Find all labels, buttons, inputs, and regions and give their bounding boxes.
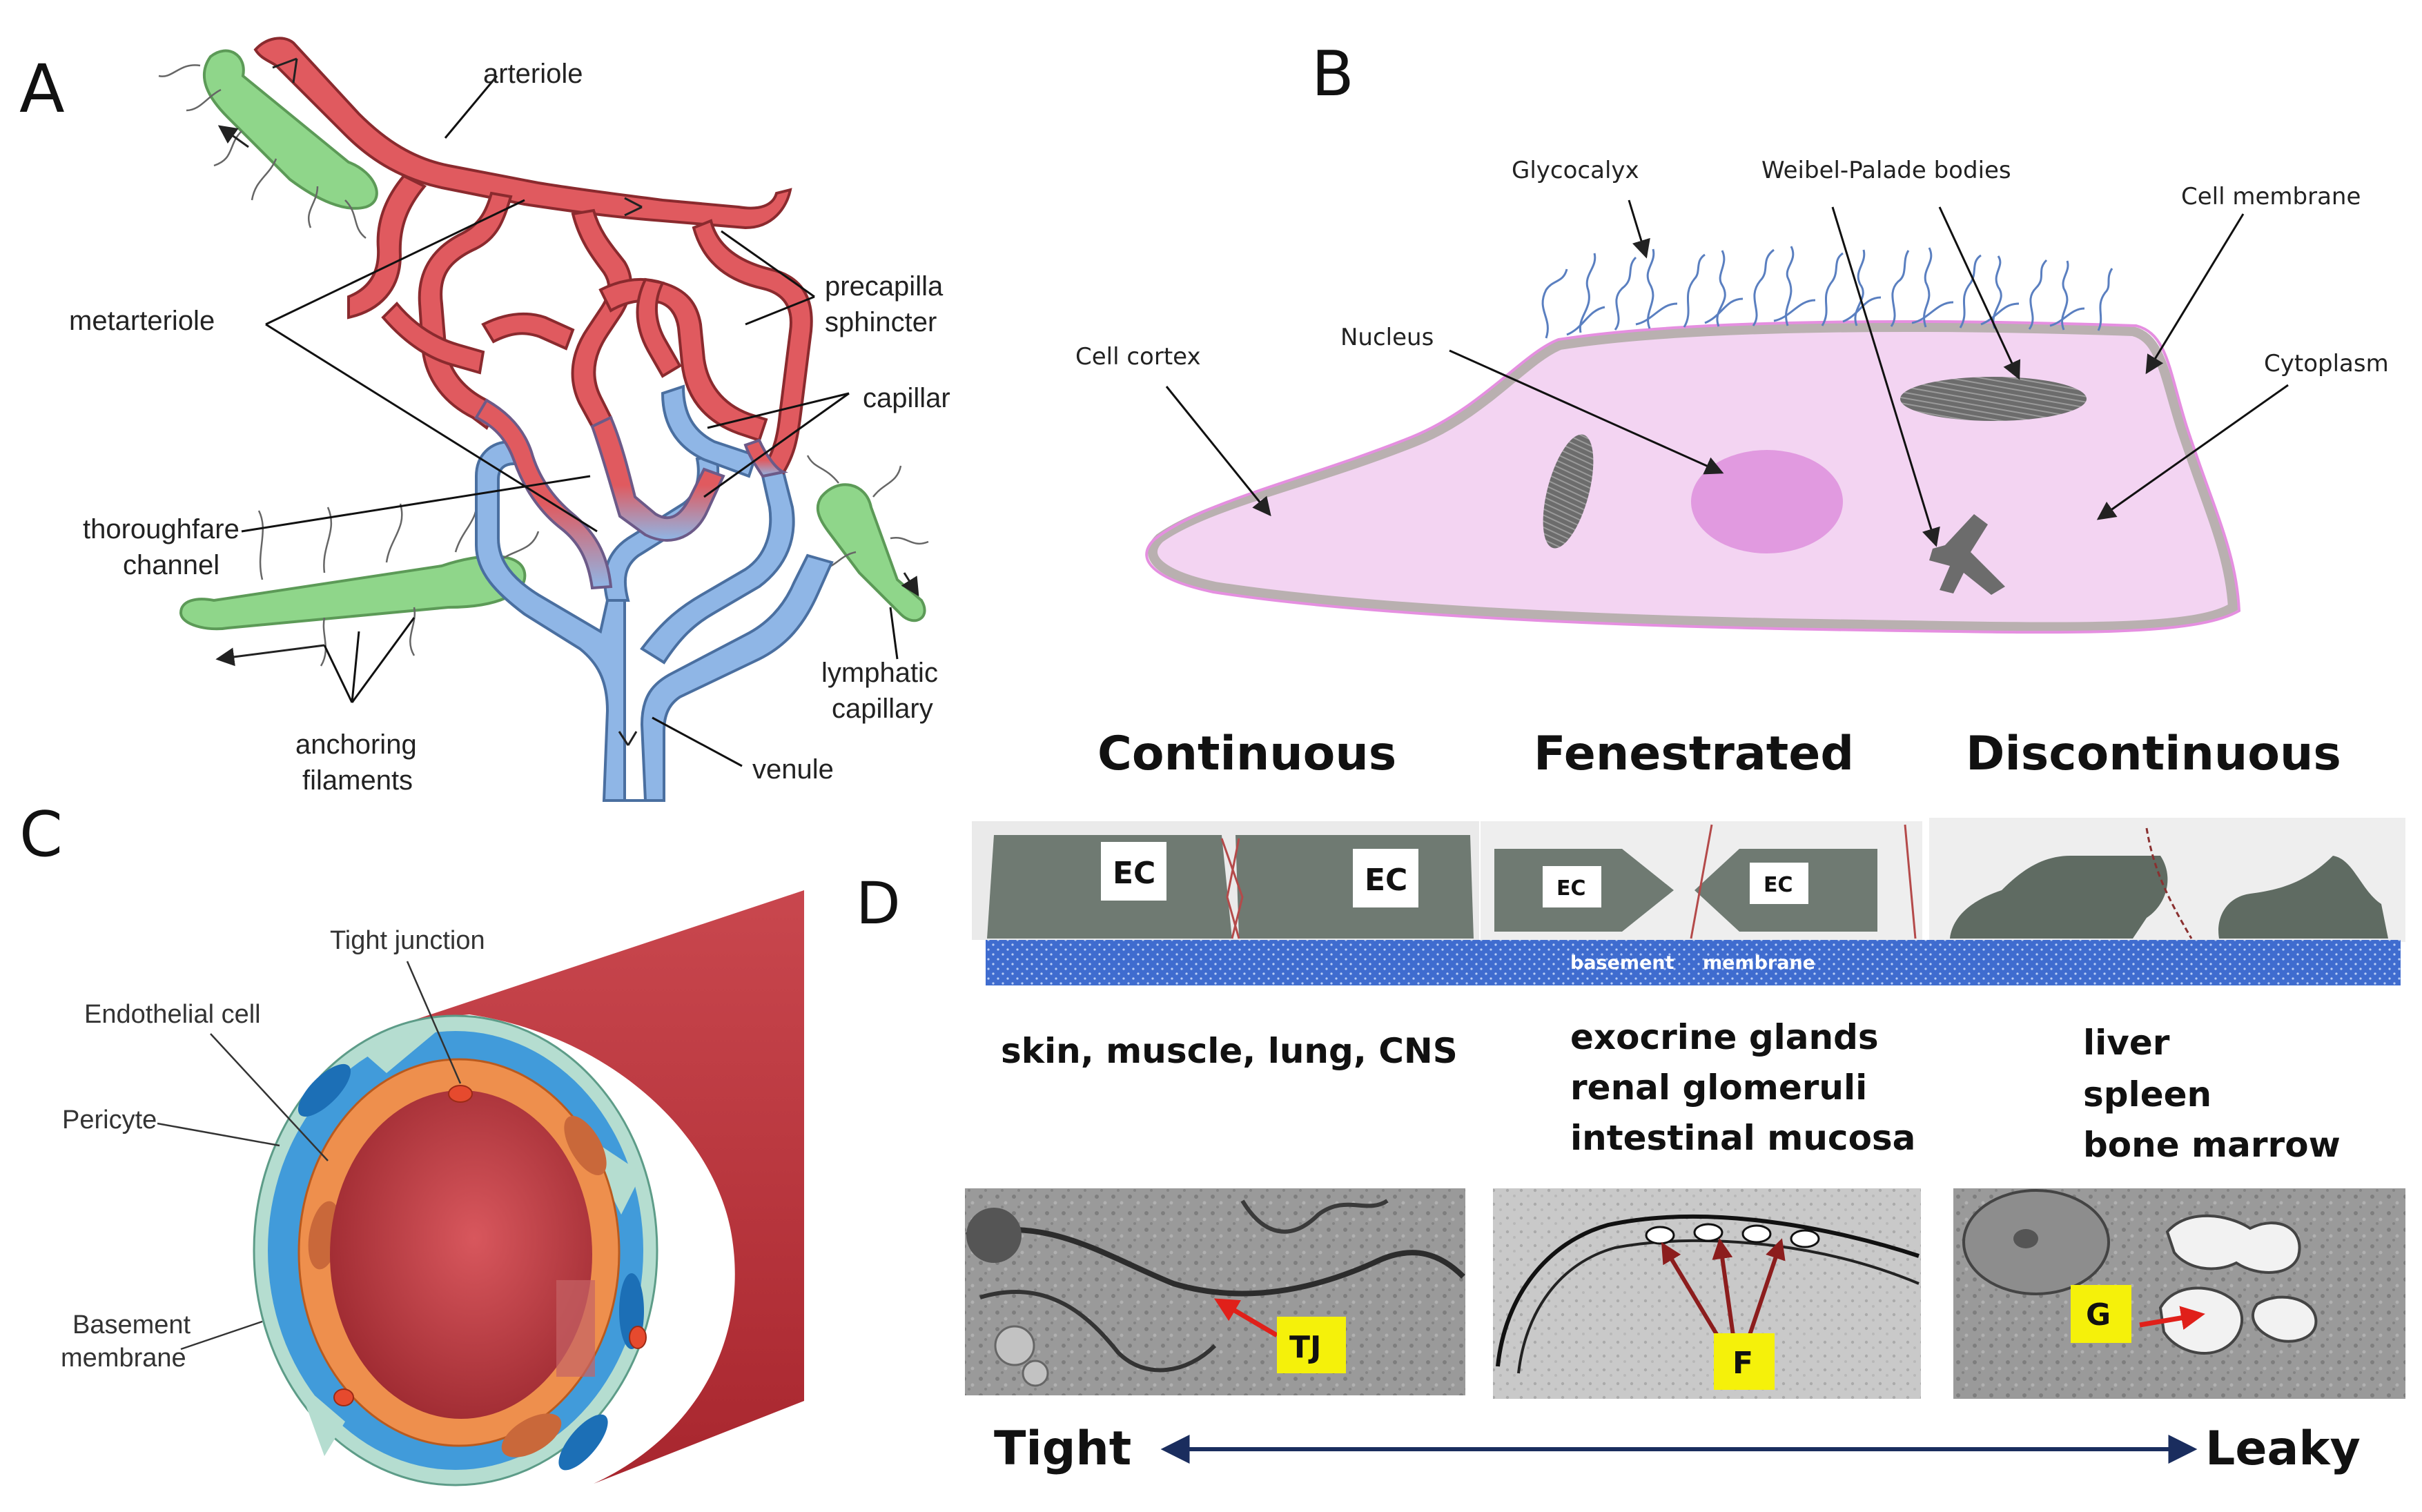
fenestrated-ec-left: EC — [1556, 876, 1586, 901]
label-venule: venule — [752, 754, 834, 785]
label-cell-membrane: Cell membrane — [2181, 183, 2361, 210]
title-fenestrated: Fenestrated — [1534, 727, 1854, 781]
basement-label-2: membrane — [1703, 952, 1815, 974]
tissue-continuous-1: skin, muscle, lung, CNS — [1001, 1031, 1458, 1071]
cell-membrane-outline — [1145, 320, 2241, 634]
panel-a-labels: arteriole metarteriole precapilla sphinc… — [69, 59, 950, 796]
label-pericyte: Pericyte — [62, 1106, 157, 1135]
title-discontinuous: Discontinuous — [1966, 727, 2341, 781]
tissue-fenestrated-2: renal glomeruli — [1570, 1068, 1867, 1108]
label-precapillary-2: sphincter — [825, 307, 937, 337]
label-endothelial-cell: Endothelial cell — [84, 1000, 261, 1029]
flow-arrows — [215, 57, 919, 746]
pericyte-nuclei — [297, 1063, 644, 1471]
arterial-network — [253, 37, 813, 475]
fenestrated-ec-right: EC — [1764, 873, 1793, 897]
weibel-palade-bodies — [1543, 377, 2087, 595]
label-precapillary-1: precapilla — [825, 271, 944, 302]
panel-c-labels: Tight junction Endothelial cell Pericyte… — [61, 926, 485, 1373]
label-weibel-palade: Weibel-Palade bodies — [1761, 157, 2011, 184]
lymphatic-vessels — [179, 49, 926, 631]
label-metarteriole: metarteriole — [69, 306, 215, 336]
panel-d: D Continuous Fenestrated Discontinuous E… — [856, 727, 2405, 1476]
tissue-discontinuous-3: bone marrow — [2083, 1125, 2341, 1165]
title-continuous: Continuous — [1097, 727, 1396, 781]
label-basement-2: membrane — [61, 1344, 186, 1373]
micrograph-fenestrated: F — [1493, 1188, 1921, 1399]
label-anchoring-2: filaments — [302, 765, 413, 796]
panel-c-leaders — [157, 961, 462, 1351]
panel-a-letter: A — [19, 50, 65, 128]
label-glycocalyx: Glycocalyx — [1512, 157, 1639, 184]
panel-b-leaders — [1165, 199, 2289, 547]
label-lymphatic-1: lymphatic — [821, 658, 938, 688]
scale-right-label: Leaky — [2205, 1422, 2361, 1476]
label-lymphatic-2: capillary — [832, 694, 933, 724]
panel-c: C — [19, 798, 804, 1486]
vessel-lumen — [330, 1090, 592, 1419]
discontinuous-schematic — [1929, 818, 2405, 942]
label-basement-1: Basement — [72, 1310, 191, 1339]
panel-a-leaders — [241, 75, 899, 767]
micrograph-discontinuous: G — [1953, 1188, 2405, 1399]
label-anchoring-1: anchoring — [295, 729, 417, 760]
fenestrated-schematic: EC EC — [1481, 821, 1922, 940]
continuous-ec-right: EC — [1365, 863, 1407, 898]
panel-d-letter: D — [856, 870, 901, 937]
label-cell-cortex: Cell cortex — [1075, 343, 1201, 371]
endothelium-type-titles: Continuous Fenestrated Discontinuous — [1097, 727, 2341, 781]
panel-b-labels: Glycocalyx Weibel-Palade bodies Cell mem… — [1075, 157, 2389, 377]
nucleus — [1691, 450, 1843, 553]
label-cytoplasm: Cytoplasm — [2264, 350, 2389, 377]
label-thoroughfare-1: thoroughfare — [83, 514, 240, 544]
basement-membrane-band — [986, 940, 2401, 985]
label-nucleus: Nucleus — [1340, 324, 1434, 351]
label-g: G — [2086, 1297, 2111, 1333]
continuous-schematic: EC EC — [972, 821, 1479, 940]
scale-left-label: Tight — [994, 1422, 1131, 1476]
label-arteriole: arteriole — [483, 59, 583, 89]
label-tj: TJ — [1289, 1330, 1321, 1365]
panel-c-letter: C — [19, 798, 63, 871]
tissue-fenestrated-1: exocrine glands — [1570, 1017, 1879, 1057]
panel-a: A — [19, 37, 950, 802]
endothelial-cell-body — [1148, 322, 2238, 632]
label-capillary: capillar — [863, 383, 950, 413]
glycocalyx-strands — [1541, 246, 2113, 339]
tissue-lists: skin, muscle, lung, CNS exocrine glands … — [1001, 1017, 2341, 1165]
tight-junctions — [333, 1085, 647, 1406]
metarteriole-transition — [474, 398, 788, 590]
label-f: F — [1732, 1346, 1753, 1381]
label-thoroughfare-2: channel — [123, 550, 219, 580]
tissue-discontinuous-2: spleen — [2083, 1074, 2211, 1115]
vessel-tube — [414, 890, 804, 1484]
continuous-ec-left: EC — [1113, 856, 1155, 891]
tissue-discontinuous-1: liver — [2083, 1023, 2170, 1063]
panel-b: B — [1075, 38, 2389, 634]
micrograph-continuous: TJ — [965, 1188, 1465, 1395]
tissue-fenestrated-3: intestinal mucosa — [1570, 1118, 1915, 1158]
label-tight-junction: Tight junction — [330, 926, 485, 955]
panel-b-letter: B — [1311, 38, 1354, 110]
basement-label-1: basement — [1570, 952, 1674, 974]
lumen-artifact — [556, 1280, 595, 1377]
